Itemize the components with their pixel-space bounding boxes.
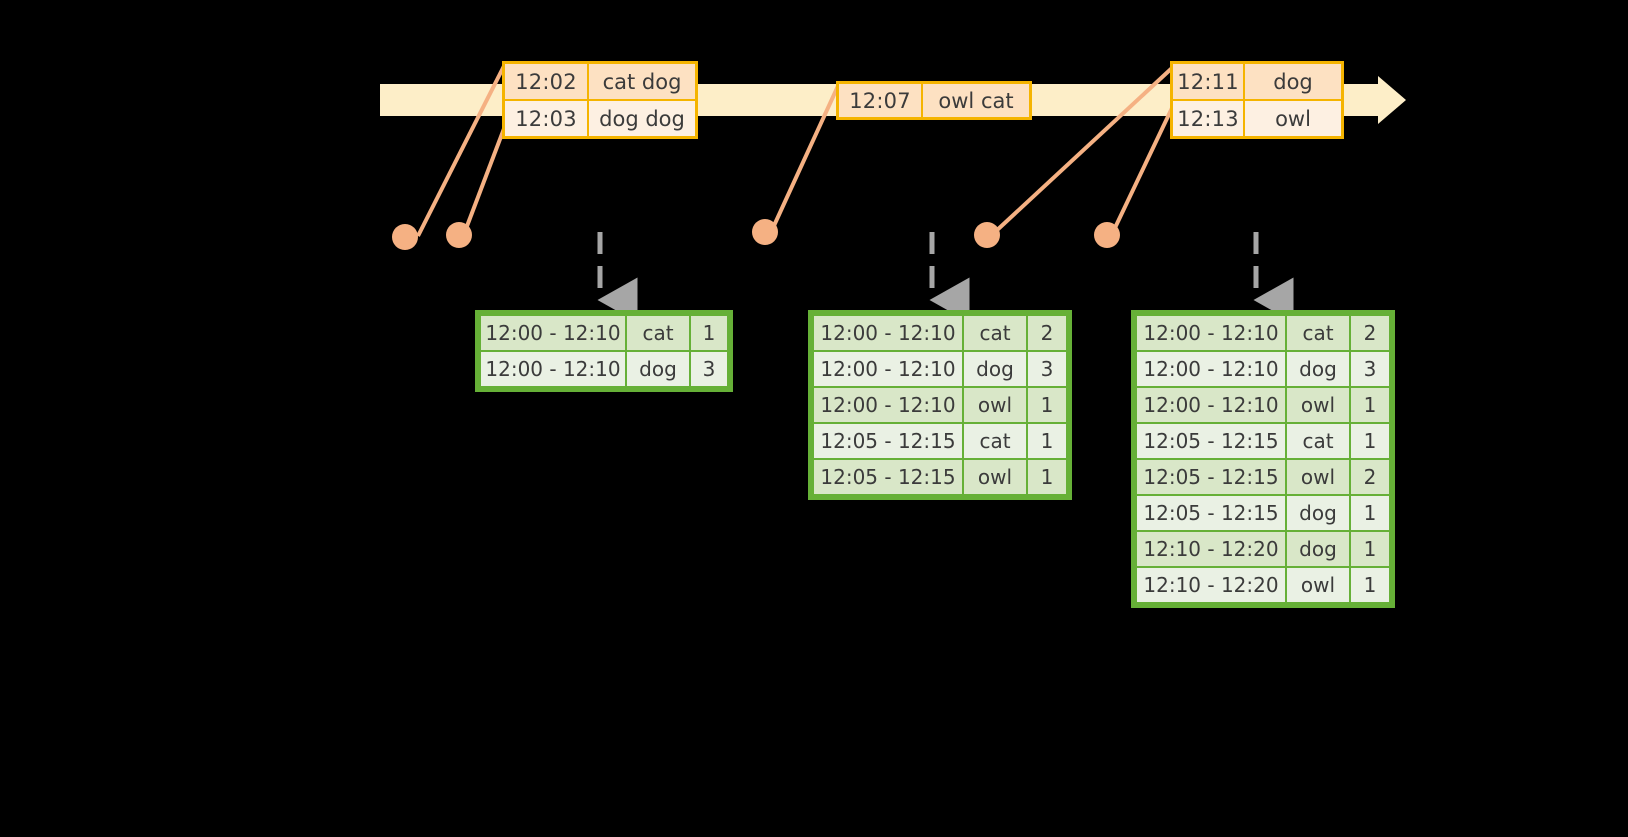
- event-time: 12:11: [1173, 64, 1245, 99]
- cell-window: 12:05 - 12:15: [814, 424, 962, 458]
- table-row: 12:00 - 12:10 cat 2: [814, 316, 1066, 350]
- cell-word: cat: [1287, 316, 1349, 350]
- cell-word: dog: [964, 352, 1026, 386]
- cell-word: owl: [1287, 460, 1349, 494]
- table-row: 12:00 - 12:10 dog 3: [814, 352, 1066, 386]
- cell-window: 12:00 - 12:10: [814, 388, 962, 422]
- event-words: cat dog: [602, 69, 682, 94]
- cell-window: 12:00 - 12:10: [814, 352, 962, 386]
- cell-count: 1: [691, 316, 727, 350]
- result-table-3[interactable]: 12:00 - 12:10 cat 2 12:00 - 12:10 dog 3 …: [1131, 310, 1395, 608]
- connector-dot-3: [752, 219, 778, 245]
- cell-word: dog: [1287, 532, 1349, 566]
- connector-dot-4: [974, 222, 1000, 248]
- event-row: 12:02 cat dog: [505, 64, 695, 99]
- cell-count: 3: [1028, 352, 1066, 386]
- cell-window: 12:05 - 12:15: [814, 460, 962, 494]
- connector-dot-2: [446, 222, 472, 248]
- cell-word: owl: [964, 460, 1026, 494]
- cell-window: 12:00 - 12:10: [481, 352, 625, 386]
- event-words: owl cat: [938, 88, 1014, 113]
- table-row: 12:00 - 12:10 dog 3: [481, 352, 727, 386]
- result-table-1[interactable]: 12:00 - 12:10 cat 1 12:00 - 12:10 dog 3: [475, 310, 733, 392]
- cell-count: 1: [1351, 388, 1389, 422]
- table-row: 12:10 - 12:20 owl 1: [1137, 568, 1389, 602]
- table-row: 12:00 - 12:10 cat 2: [1137, 316, 1389, 350]
- cell-word: dog: [1287, 496, 1349, 530]
- event-group-2[interactable]: 12:07 owl cat: [836, 81, 1032, 120]
- result-table-2[interactable]: 12:00 - 12:10 cat 2 12:00 - 12:10 dog 3 …: [808, 310, 1072, 500]
- table-row: 12:05 - 12:15 cat 1: [814, 424, 1066, 458]
- cell-window: 12:00 - 12:10: [1137, 388, 1285, 422]
- table-row: 12:00 - 12:10 cat 1: [481, 316, 727, 350]
- cell-window: 12:10 - 12:20: [1137, 568, 1285, 602]
- table-row: 12:10 - 12:20 dog 1: [1137, 532, 1389, 566]
- timeline-arrow-head: [1378, 76, 1406, 124]
- connector-dot-1: [392, 224, 418, 250]
- cell-window: 12:00 - 12:10: [1137, 316, 1285, 350]
- table-row: 12:05 - 12:15 owl 2: [1137, 460, 1389, 494]
- cell-count: 2: [1351, 316, 1389, 350]
- event-words: dog dog: [599, 106, 685, 131]
- cell-count: 1: [1351, 496, 1389, 530]
- cell-word: cat: [964, 316, 1026, 350]
- cell-word: owl: [1287, 388, 1349, 422]
- connector-dot-5: [1094, 222, 1120, 248]
- event-time: 12:07: [839, 84, 923, 117]
- event-time: 12:02: [505, 64, 589, 99]
- event-row: 12:13 owl: [1173, 99, 1341, 136]
- cell-window: 12:00 - 12:10: [814, 316, 962, 350]
- cell-word: dog: [1287, 352, 1349, 386]
- table-row: 12:00 - 12:10 dog 3: [1137, 352, 1389, 386]
- cell-count: 1: [1351, 424, 1389, 458]
- cell-word: owl: [1287, 568, 1349, 602]
- cell-word: cat: [1287, 424, 1349, 458]
- cell-word: cat: [627, 316, 689, 350]
- event-row: 12:03 dog dog: [505, 99, 695, 136]
- cell-window: 12:00 - 12:10: [481, 316, 625, 350]
- cell-window: 12:10 - 12:20: [1137, 532, 1285, 566]
- cell-count: 1: [1028, 424, 1066, 458]
- cell-count: 2: [1028, 316, 1066, 350]
- event-words: owl: [1275, 106, 1311, 131]
- cell-count: 2: [1351, 460, 1389, 494]
- cell-window: 12:00 - 12:10: [1137, 352, 1285, 386]
- cell-word: owl: [964, 388, 1026, 422]
- cell-count: 1: [1351, 568, 1389, 602]
- cell-word: dog: [627, 352, 689, 386]
- cell-window: 12:05 - 12:15: [1137, 496, 1285, 530]
- event-time: 12:13: [1173, 101, 1245, 136]
- table-row: 12:05 - 12:15 owl 1: [814, 460, 1066, 494]
- table-row: 12:05 - 12:15 dog 1: [1137, 496, 1389, 530]
- table-row: 12:05 - 12:15 cat 1: [1137, 424, 1389, 458]
- cell-word: cat: [964, 424, 1026, 458]
- cell-window: 12:05 - 12:15: [1137, 460, 1285, 494]
- cell-window: 12:05 - 12:15: [1137, 424, 1285, 458]
- cell-count: 1: [1351, 532, 1389, 566]
- cell-count: 1: [1028, 460, 1066, 494]
- event-words: dog: [1273, 69, 1313, 94]
- event-group-3[interactable]: 12:11 dog 12:13 owl: [1170, 61, 1344, 139]
- cell-count: 3: [691, 352, 727, 386]
- table-row: 12:00 - 12:10 owl 1: [1137, 388, 1389, 422]
- cell-count: 3: [1351, 352, 1389, 386]
- event-row: 12:11 dog: [1173, 64, 1341, 99]
- event-row: 12:07 owl cat: [839, 84, 1029, 117]
- event-group-1[interactable]: 12:02 cat dog 12:03 dog dog: [502, 61, 698, 139]
- event-time: 12:03: [505, 101, 589, 136]
- cell-count: 1: [1028, 388, 1066, 422]
- table-row: 12:00 - 12:10 owl 1: [814, 388, 1066, 422]
